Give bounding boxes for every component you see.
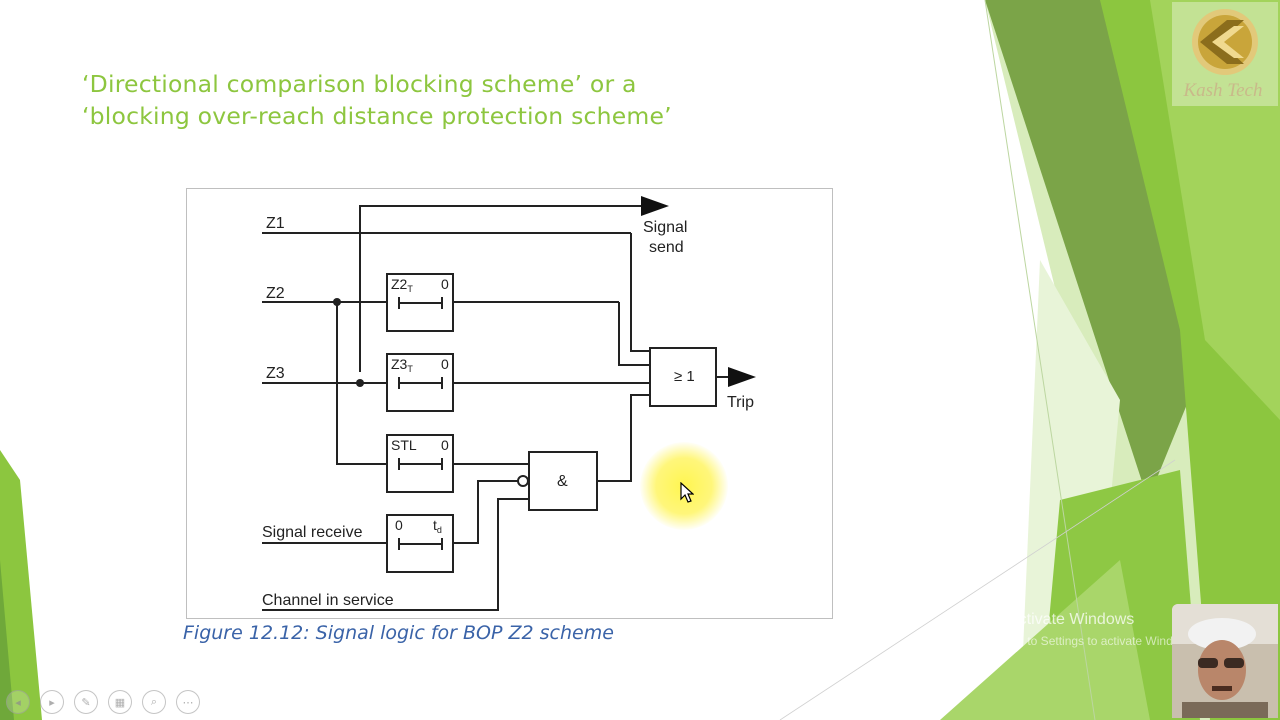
- timer-stl-value: 0: [441, 437, 449, 453]
- input-label-z2: Z2: [266, 285, 285, 302]
- timer-td-label: 0: [395, 517, 403, 533]
- input-label-z1: Z1: [266, 215, 285, 232]
- grid-icon[interactable]: ▦: [108, 690, 132, 714]
- input-label-signal-receive: Signal receive: [262, 524, 363, 541]
- input-label-z3: Z3: [266, 365, 285, 382]
- logic-diagram: Z1 Z2 Z3 Signal receive Channel in servi…: [262, 196, 756, 611]
- figure-caption: Figure 12.12: Signal logic for BOP Z2 sc…: [183, 622, 614, 644]
- and-gate-label: &: [557, 473, 568, 490]
- kash-tech-logo-icon: [1172, 2, 1278, 106]
- activate-windows-title: Activate Windows: [1008, 611, 1135, 628]
- timer-z2-value: 0: [441, 276, 449, 292]
- timer-z3-label: Z3T: [391, 356, 413, 374]
- slide-title-line-1: ‘Directional comparison blocking scheme’…: [82, 70, 637, 98]
- play-icon[interactable]: ▸: [40, 690, 64, 714]
- more-icon[interactable]: ⋯: [176, 690, 200, 714]
- figure-frame: Z1 Z2 Z3 Signal receive Channel in servi…: [186, 188, 833, 619]
- timer-stl-label: STL: [391, 437, 417, 453]
- presenter-webcam: [1172, 604, 1278, 718]
- trip-label: Trip: [727, 394, 754, 411]
- or-gate-label: ≥ 1: [674, 368, 695, 385]
- input-label-channel-in-service: Channel in service: [262, 592, 394, 609]
- signal-send-label-2: send: [649, 239, 684, 256]
- zoom-icon[interactable]: ⌕: [142, 690, 166, 714]
- signal-send-label-1: Signal: [643, 219, 687, 236]
- previous-icon[interactable]: ◂: [6, 690, 30, 714]
- slide-title-line-2: ‘blocking over-reach distance protection…: [82, 102, 672, 130]
- logo-text: Kash Tech: [1183, 80, 1263, 101]
- timer-z2-label: Z2T: [391, 276, 413, 294]
- slideshow-controls: ◂ ▸ ✎ ▦ ⌕ ⋯: [6, 690, 200, 716]
- timer-z3-value: 0: [441, 356, 449, 372]
- pen-icon[interactable]: ✎: [74, 690, 98, 714]
- timer-td-value: td: [433, 517, 442, 535]
- mouse-pointer-icon: [680, 482, 694, 503]
- activate-windows-subtitle: Go to Settings to activate Windows.: [1008, 634, 1198, 648]
